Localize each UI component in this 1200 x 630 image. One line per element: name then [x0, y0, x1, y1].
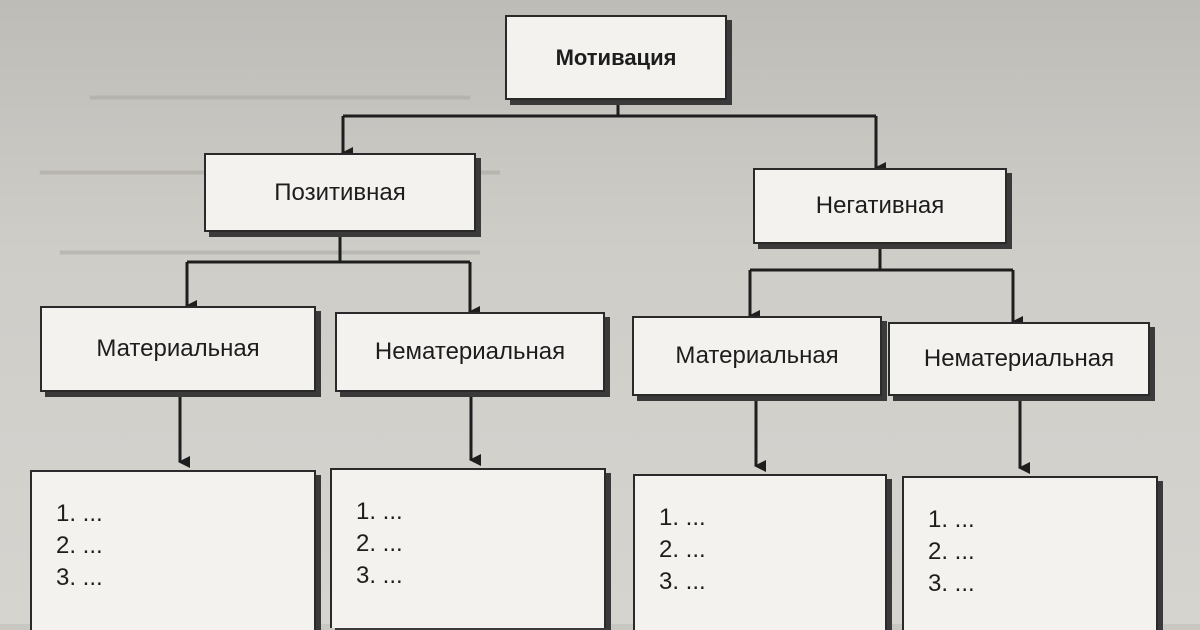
material-node-positive: Материальная: [40, 306, 316, 392]
list-material-negative: 1. ... 2. ... 3. ...: [633, 474, 887, 630]
node-label: Негативная: [815, 192, 945, 219]
nonmaterial-node-positive: Нематериальная: [335, 312, 605, 392]
node-label: Нематериальная: [923, 345, 1115, 372]
list-nonmaterial-positive: 1. ... 2. ... 3. ...: [330, 468, 606, 628]
list-item: 3. ...: [56, 564, 103, 591]
negative-node: Негативная: [753, 168, 1007, 244]
list-item: 2. ...: [56, 532, 103, 559]
list-item: 2. ...: [356, 530, 403, 557]
list-item: 3. ...: [928, 570, 975, 597]
material-node-negative: Материальная: [632, 316, 882, 396]
nonmaterial-node-negative: Нематериальная: [888, 322, 1150, 396]
node-label: Позитивная: [274, 178, 406, 206]
node-label: Мотивация: [555, 44, 677, 70]
list-item: 1. ...: [928, 506, 975, 533]
list-item: 1. ...: [56, 500, 103, 527]
list-item: 2. ...: [928, 538, 975, 565]
node-label: Материальная: [96, 335, 260, 362]
node-label: Материальная: [675, 342, 839, 369]
list-item: 2. ...: [659, 536, 706, 563]
positive-node: Позитивная: [204, 153, 476, 232]
node-label: Нематериальная: [374, 338, 566, 365]
list-material-positive: 1. ... 2. ... 3. ...: [30, 470, 316, 630]
list-item: 1. ...: [659, 504, 706, 531]
list-item: 1. ...: [356, 498, 403, 525]
motivation-node: Мотивация: [505, 15, 727, 100]
list-item: 3. ...: [356, 562, 403, 589]
list-item: 3. ...: [659, 568, 706, 595]
list-nonmaterial-negative: 1. ... 2. ... 3. ...: [902, 476, 1158, 630]
